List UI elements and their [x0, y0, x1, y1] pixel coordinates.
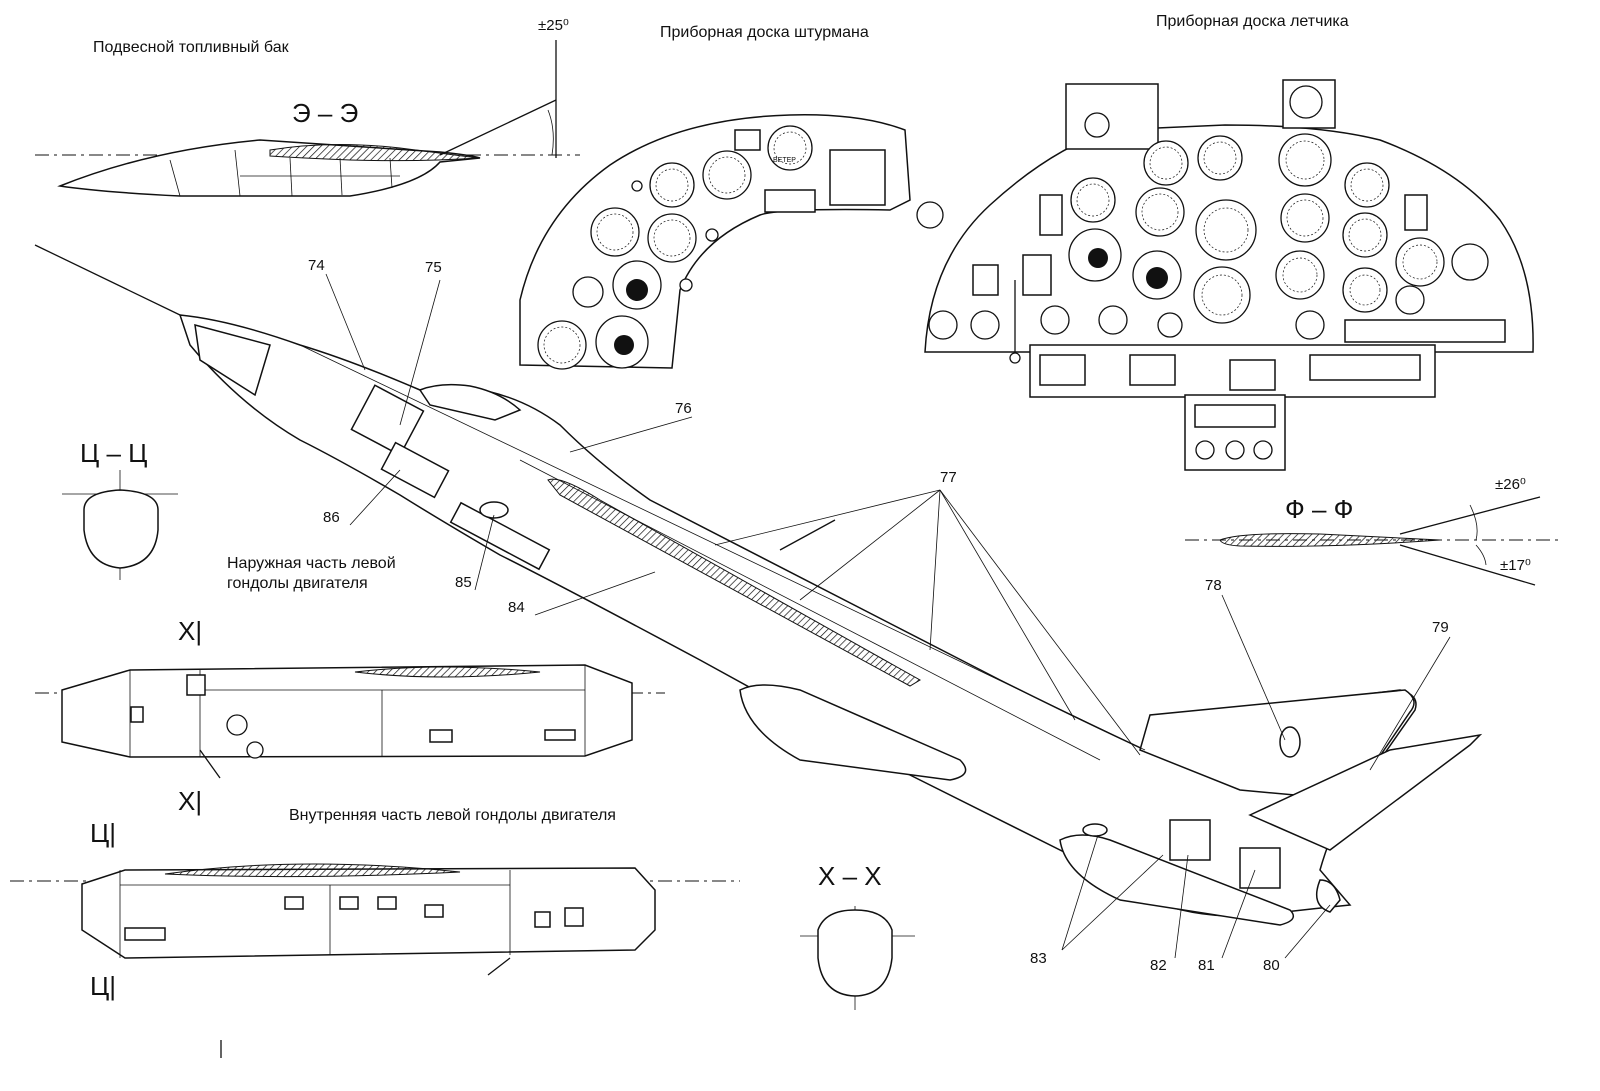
navigator-instrument-panel: ВЕТЕР: [519, 114, 944, 370]
callout-76: 76: [675, 400, 692, 417]
callout-77: 77: [940, 469, 957, 486]
section-tsts: Ц – Ц: [62, 438, 178, 580]
callout-78: 78: [1205, 577, 1222, 594]
aircraft-side-view: [34, 244, 1483, 926]
section-ee-label: Э – Э: [292, 98, 358, 128]
navigator-panel-title: Приборная доска штурмана: [660, 24, 869, 41]
outer-nacelle-view: Х| Х|: [35, 616, 665, 816]
outer-nacelle-title-line2: гондолы двигателя: [227, 575, 368, 592]
section-ff-label: Ф – Ф: [1285, 494, 1353, 524]
fuel-tank-section: Э – Э ±25⁰: [35, 17, 580, 197]
ts-mark-top: Ц|: [90, 818, 116, 848]
inner-nacelle-title: Внутренняя часть левой гондолы двигателя: [289, 807, 616, 824]
outer-nacelle-title-line1: Наружная часть левой: [227, 555, 396, 572]
section-xx: Х – Х: [800, 861, 915, 1010]
fuel-tank-title: Подвесной топливный бак: [93, 39, 290, 56]
callout-79: 79: [1432, 619, 1449, 636]
callout-80: 80: [1263, 957, 1280, 974]
ee-angle-label: ±25⁰: [538, 17, 569, 34]
section-xx-label: Х – Х: [818, 861, 882, 891]
section-ff: Ф – Ф ±26⁰ ±17⁰: [1185, 476, 1560, 586]
section-tsts-label: Ц – Ц: [80, 438, 147, 468]
pilot-gauges: [928, 85, 1506, 460]
pilot-instrument-panel: [924, 79, 1534, 471]
pilot-panel-title: Приборная доска летчика: [1156, 13, 1349, 30]
callout-86: 86: [323, 509, 340, 526]
ff-angle-top-label: ±26⁰: [1495, 476, 1526, 493]
callout-85: 85: [455, 574, 472, 591]
navigator-gauges: ВЕТЕР: [537, 125, 944, 370]
callout-83: 83: [1030, 950, 1047, 967]
ts-mark-bottom: Ц|: [90, 971, 116, 1001]
x-mark-bottom: Х|: [178, 786, 202, 816]
callouts: 74 75 76 77 78 79 80 81 82 83 84 85 86: [308, 257, 1451, 974]
wind-gauge-label: ВЕТЕР: [773, 157, 796, 164]
callout-84: 84: [508, 599, 525, 616]
x-mark-top: Х|: [178, 616, 202, 646]
callout-74: 74: [308, 257, 325, 274]
callout-75: 75: [425, 259, 442, 276]
callout-82: 82: [1150, 957, 1167, 974]
callout-81: 81: [1198, 957, 1215, 974]
ff-angle-bottom-label: ±17⁰: [1500, 557, 1531, 574]
inner-nacelle-view: Ц| Ц|: [10, 818, 740, 1001]
